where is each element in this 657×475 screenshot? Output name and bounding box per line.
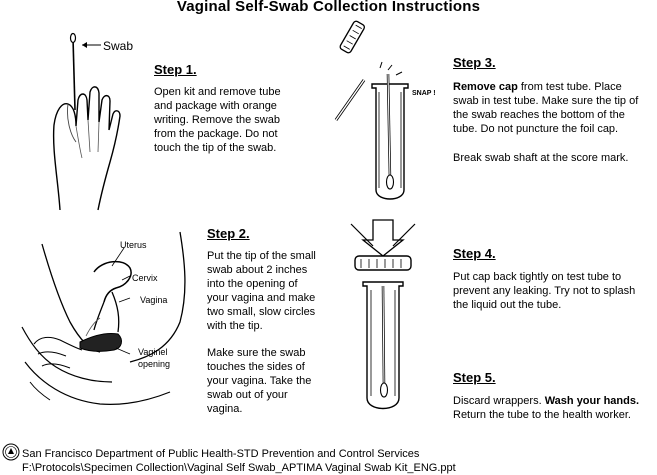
step2-line: Make sure the swab: [207, 347, 306, 359]
step1-line: and package with orange: [154, 100, 277, 112]
step5-text: Discard wrappers. Wash your hands. Retur…: [453, 394, 639, 422]
step2-line: two small, slow circles: [207, 306, 316, 318]
snap-label: SNAP !: [412, 90, 436, 97]
step5-bold: Wash your hands.: [544, 395, 640, 407]
cap-removal-tube-illustration: [334, 20, 409, 200]
vaginal-opening-label-line: Vaginel: [138, 347, 168, 357]
step2-text-2: Make sure the swab touches the sides of …: [207, 346, 311, 416]
department-seal-icon: [2, 443, 20, 461]
swab-pointer-arrow: [82, 42, 101, 48]
step2-line: vagina.: [207, 403, 243, 415]
step3-text: Remove cap from test tube. Place swab in…: [453, 80, 638, 136]
step2-line: your vagina and make: [207, 292, 316, 304]
step3-line: tube. Do not puncture the foil cap.: [453, 123, 619, 135]
step1-line: Open kit and remove tube: [154, 86, 281, 98]
anatomy-diagram-illustration: [21, 231, 186, 405]
hand-holding-swab-illustration: [52, 32, 121, 211]
step3-line: swab in test tube. Make sure the tip of: [453, 95, 639, 107]
step5-heading: Step 5.: [453, 370, 496, 385]
step4-line: prevent any leaking. Try not to splash: [453, 285, 636, 297]
footer-org: San Francisco Department of Public Healt…: [22, 448, 420, 460]
step1-heading: Step 1.: [154, 62, 197, 77]
step2-line: swab about 2 inches: [207, 264, 308, 276]
step2-line: swab out of your: [207, 389, 288, 401]
step2-heading: Step 2.: [207, 226, 250, 241]
step4-text: Put cap back tightly on test tube to pre…: [453, 270, 635, 312]
step1-text: Open kit and remove tube and package wit…: [154, 85, 281, 155]
step3-bold: Remove cap: [453, 81, 518, 93]
vaginal-opening-label-line: opening: [138, 359, 171, 369]
step3-line1-rest: from test tube. Place: [517, 81, 622, 93]
uterus-label: Uterus: [120, 240, 147, 250]
step1-line: writing. Remove the swab: [154, 114, 280, 126]
step3-line: Remove cap from test tube. Place: [453, 80, 638, 94]
footer: San Francisco Department of Public Healt…: [22, 447, 456, 475]
step1-line: from the package. Do not: [154, 128, 278, 140]
step5-line: Discard wrappers. Wash your hands.: [453, 394, 639, 408]
step2-line: into the opening of: [207, 278, 298, 290]
step3-line: the swab reaches the bottom of the: [453, 109, 625, 121]
vaginal-opening-label: Vaginel opening: [138, 346, 170, 370]
cap-replace-tube-illustration: [350, 219, 416, 410]
step1-line: touch the tip of the swab.: [154, 142, 277, 154]
cervix-label: Cervix: [132, 273, 158, 283]
step2-line: Put the tip of the small: [207, 250, 316, 262]
step2-line: touches the sides of: [207, 361, 305, 373]
step5-line: Return the tube to the health worker.: [453, 409, 631, 421]
swab-label: Swab: [103, 39, 134, 53]
footer-path: F:\Protocols\Specimen Collection\Vaginal…: [22, 462, 456, 474]
step3-heading: Step 3.: [453, 55, 496, 70]
step5-line1-plain: Discard wrappers.: [453, 395, 545, 407]
page-title: Vaginal Self-Swab Collection Instruction…: [176, 0, 481, 15]
step4-heading: Step 4.: [453, 246, 496, 261]
vagina-label: Vagina: [140, 295, 168, 305]
step3-extra: Break swab shaft at the score mark.: [453, 152, 629, 164]
step2-text: Put the tip of the small swab about 2 in…: [207, 249, 316, 333]
step2-line: your vagina. Take the: [207, 375, 312, 387]
step4-line: Put cap back tightly on test tube to: [453, 271, 622, 283]
step2-line: with the tip.: [207, 320, 263, 332]
step4-line: the liquid out the tube.: [453, 299, 562, 311]
